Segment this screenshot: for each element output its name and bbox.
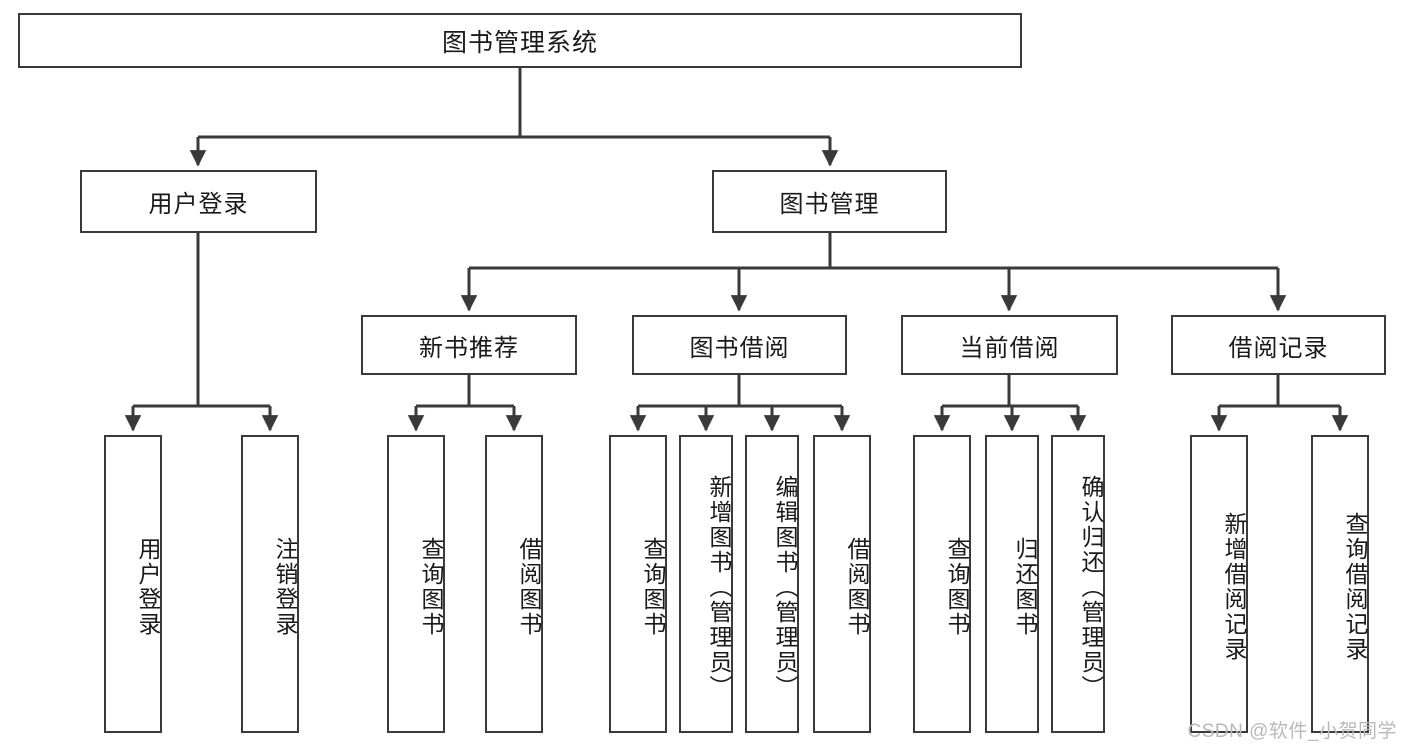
leaf-query-borrow-record[interactable]: 查询借阅记录 — [1311, 435, 1369, 733]
node-label: 新增借阅记录 — [1221, 512, 1247, 662]
node-label: 借阅图书 — [516, 537, 542, 637]
leaf-query-book-cb[interactable]: 查询图书 — [913, 435, 971, 733]
leaf-borrow-book-bb[interactable]: 借阅图书 — [813, 435, 871, 733]
node-label: 图书借阅 — [689, 334, 790, 362]
leaf-return-book[interactable]: 归还图书 — [985, 435, 1039, 733]
node-label: 当前借阅 — [959, 334, 1060, 362]
leaf-confirm-return-admin[interactable]: 确认归还（管理员） — [1051, 435, 1105, 733]
node-label: 用户登录 — [135, 537, 161, 637]
node-label: 编辑图书（管理员） — [772, 474, 798, 700]
node-label: 新书推荐 — [419, 334, 519, 362]
leaf-add-book-admin[interactable]: 新增图书（管理员） — [679, 435, 733, 733]
node-label: 注销登录 — [272, 537, 298, 637]
node-label: 新增图书（管理员） — [706, 474, 732, 700]
leaf-edit-book-admin[interactable]: 编辑图书（管理员） — [745, 435, 799, 733]
node-book-management[interactable]: 图书管理 — [712, 170, 947, 233]
node-root-library-system[interactable]: 图书管理系统 — [18, 13, 1022, 68]
node-user-login[interactable]: 用户登录 — [80, 170, 317, 233]
node-label: 确认归还（管理员） — [1078, 474, 1104, 700]
node-label: 用户登录 — [148, 191, 249, 218]
leaf-add-borrow-record[interactable]: 新增借阅记录 — [1190, 435, 1248, 733]
node-label: 借阅记录 — [1228, 334, 1329, 362]
node-borrow-record[interactable]: 借阅记录 — [1171, 315, 1386, 375]
leaf-borrow-book-nbr[interactable]: 借阅图书 — [485, 435, 543, 733]
csdn-watermark: CSDN @软件_小贺同学 — [1187, 721, 1397, 742]
node-label: 查询图书 — [640, 537, 666, 637]
node-label: 借阅图书 — [844, 537, 870, 637]
node-label: 查询图书 — [418, 537, 444, 637]
leaf-query-book-nbr[interactable]: 查询图书 — [387, 435, 445, 733]
node-book-borrow[interactable]: 图书借阅 — [632, 315, 847, 375]
node-label: 查询借阅记录 — [1342, 512, 1368, 662]
node-current-borrow[interactable]: 当前借阅 — [901, 315, 1118, 375]
node-label: 归还图书 — [1012, 537, 1038, 637]
node-label: 图书管理 — [779, 191, 880, 218]
node-label: 图书管理系统 — [441, 28, 598, 57]
leaf-query-book-bb[interactable]: 查询图书 — [609, 435, 667, 733]
leaf-logout[interactable]: 注销登录 — [241, 435, 299, 733]
node-new-book-recommend[interactable]: 新书推荐 — [361, 315, 577, 375]
leaf-user-login[interactable]: 用户登录 — [104, 435, 162, 733]
node-label: 查询图书 — [944, 537, 970, 637]
